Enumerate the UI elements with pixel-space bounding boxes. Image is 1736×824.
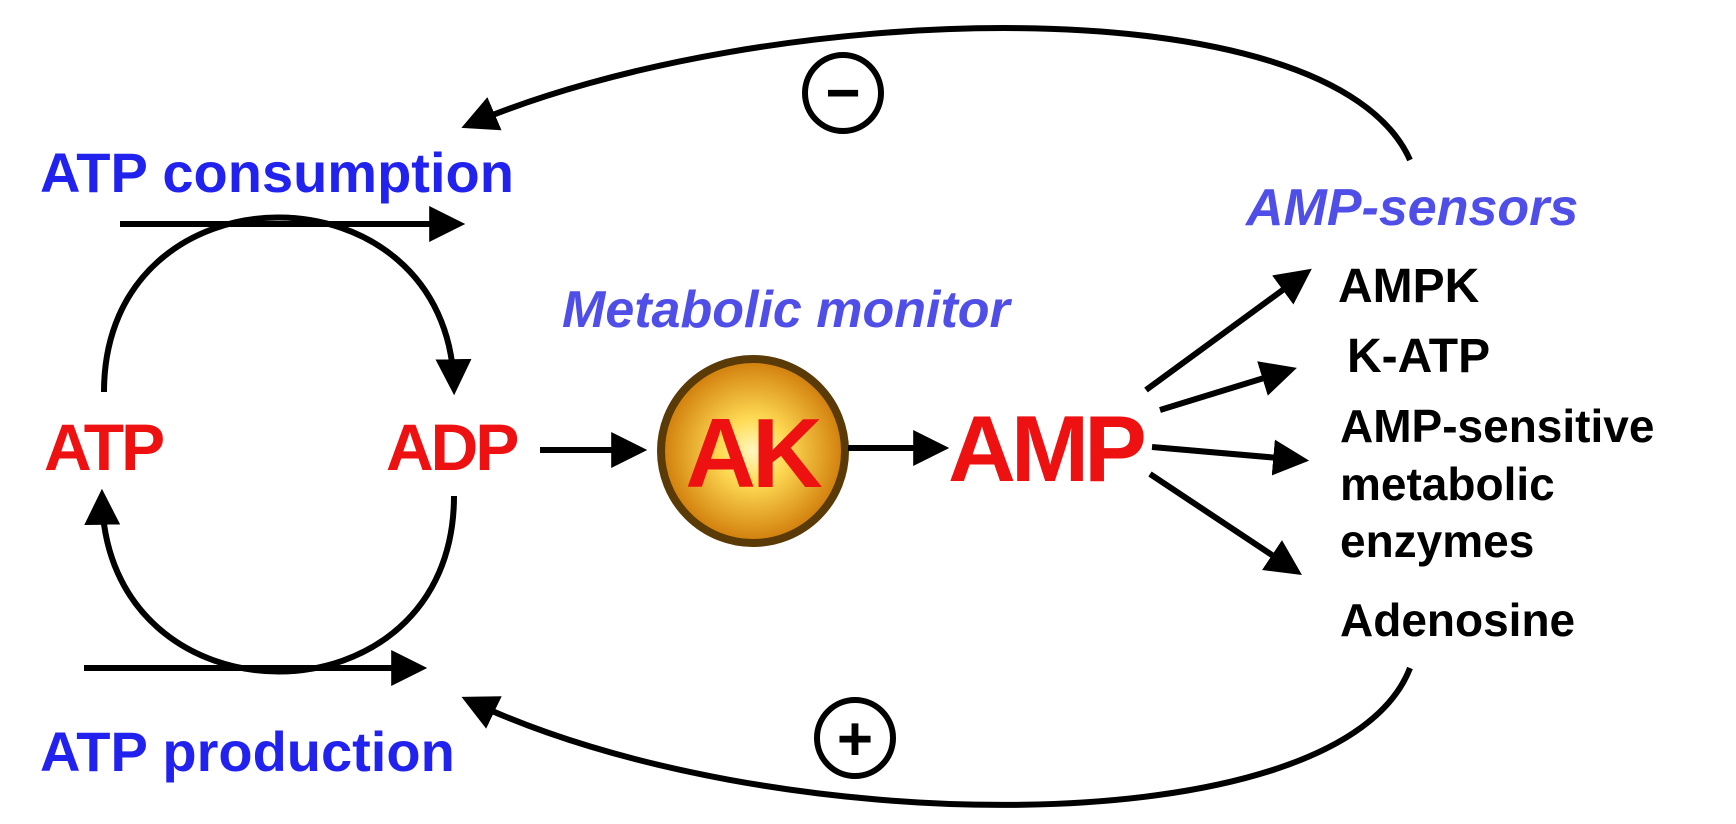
plus-sign-icon: + [814, 697, 896, 779]
atp-to-adp-arc [101, 214, 472, 396]
ak-enzyme-node: AK [657, 355, 849, 547]
amp-to-ampk-arrow [1144, 268, 1312, 393]
svg-text:+: + [837, 705, 873, 774]
adenosine-label: Adenosine [1340, 594, 1575, 646]
atp-production-label: ATP production [40, 720, 455, 783]
amp-sensitive-label-line2: metabolic [1340, 458, 1555, 510]
adp-node: ADP [386, 410, 517, 484]
adp-to-atp-arc [84, 488, 457, 675]
amp-sensitive-label-line3: enzymes [1340, 515, 1534, 567]
amp-to-enzymes-arrow [1151, 439, 1310, 476]
atp-consumption-label: ATP consumption [40, 141, 514, 204]
amp-sensitive-label-line1: AMP-sensitive [1340, 400, 1654, 452]
amp-node: AMP [948, 396, 1144, 501]
amp-to-katp-arrow [1159, 361, 1297, 413]
ampk-label: AMPK [1338, 260, 1480, 313]
metabolic-monitor-label: Metabolic monitor [562, 281, 1013, 339]
amp-sensors-label: AMP-sensors [1244, 179, 1578, 237]
minus-sign-icon: − [802, 52, 884, 134]
negative-feedback-arc [461, 25, 1413, 162]
svg-text:AK: AK [685, 398, 822, 508]
katp-label: K-ATP [1347, 330, 1490, 383]
positive-feedback-arc [461, 666, 1413, 808]
amp-to-adenosine-arrow [1148, 471, 1302, 575]
svg-text:−: − [825, 59, 860, 126]
atp-node: ATP [44, 410, 163, 484]
